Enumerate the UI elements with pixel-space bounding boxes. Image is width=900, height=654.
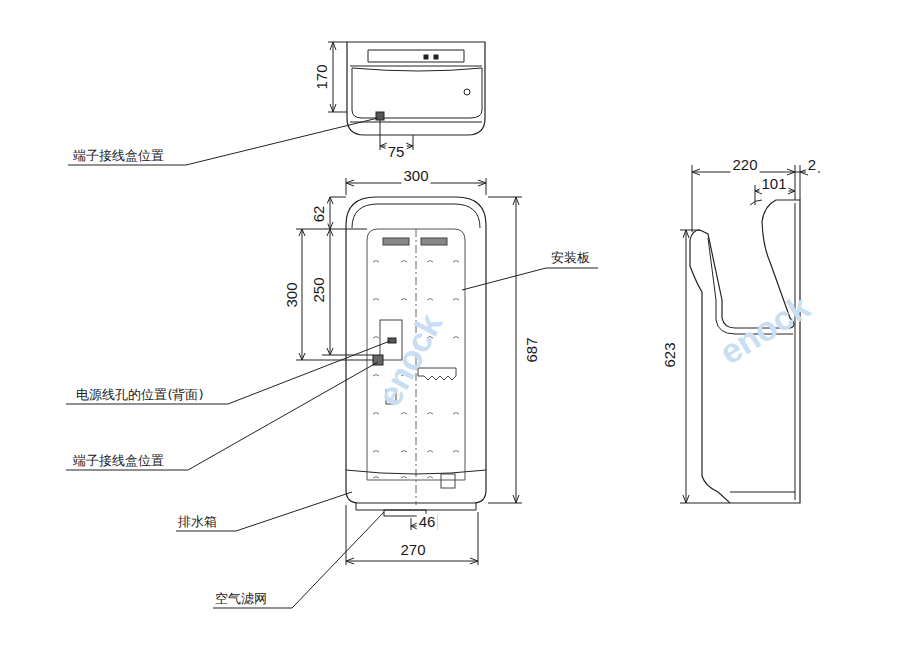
dimension: 46 xyxy=(417,514,438,531)
part-label: 电源线孔的位置(背面) xyxy=(74,388,205,402)
part-label: 端子接线盒位置 xyxy=(71,149,166,163)
part-label: 排水箱 xyxy=(176,515,219,529)
watermark: enock xyxy=(712,287,819,373)
part-label: 空气滤网 xyxy=(213,592,269,606)
dimension: 75 xyxy=(386,144,407,161)
dimension: 300 xyxy=(284,280,301,309)
part-label: 安装板 xyxy=(549,251,592,265)
dimension: 623 xyxy=(662,340,679,369)
dimension: 220 xyxy=(730,157,759,174)
dimension: 2 xyxy=(806,157,818,174)
dimension: 300 xyxy=(401,168,430,185)
dimension: 270 xyxy=(398,542,427,559)
part-label: 端子接线盒位置 xyxy=(71,454,166,468)
dimension: 170 xyxy=(314,62,331,91)
dimension: 250 xyxy=(311,275,328,304)
dimension: 687 xyxy=(524,335,541,364)
dimension: 101 xyxy=(759,176,788,193)
dimension: 62 xyxy=(311,204,328,225)
